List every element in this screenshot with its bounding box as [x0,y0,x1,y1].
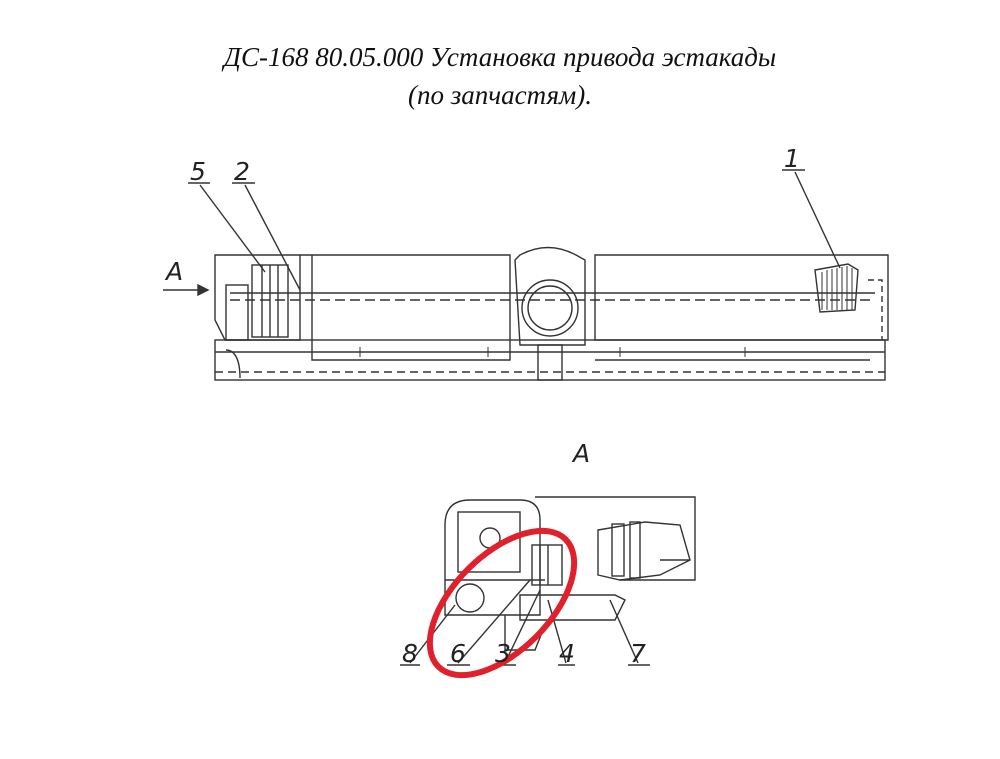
section-a-label: A [571,439,590,468]
right-channel [594,254,889,341]
callout-7: 7 [630,639,646,668]
callout-4: 4 [559,639,575,668]
view-a-housing [444,499,541,616]
callout-8: 8 [402,639,418,668]
callout-2: 2 [234,157,250,186]
motor-box [535,496,696,581]
drawing-title: ДС-168 80.05.000 Установка привода эстак… [223,42,777,72]
coupling [531,544,563,586]
mounting-plate [519,594,626,621]
motor [597,521,691,581]
highlight-ellipse [426,527,578,679]
callout-1: 1 [784,144,800,173]
arrow-a-label: A [164,257,183,286]
end-gear [814,263,859,313]
left-channel [300,254,511,361]
callout-3: 3 [495,639,511,668]
drawing-subtitle: (по запчастям). [408,80,592,110]
callout-5: 5 [190,157,206,186]
left-housing [214,254,301,341]
callout-6: 6 [450,639,466,668]
